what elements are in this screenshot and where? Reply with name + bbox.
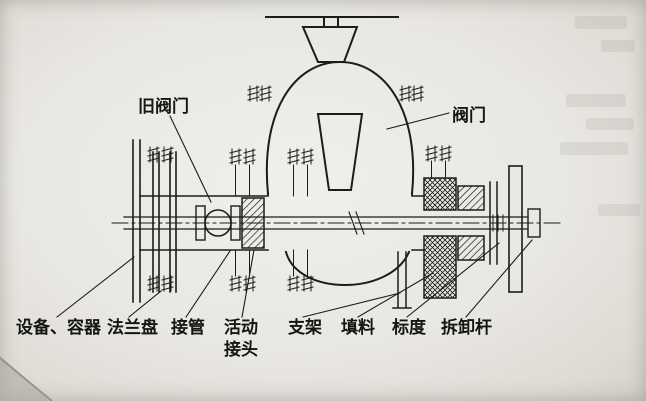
valve-gate	[316, 113, 364, 191]
leader-pipe	[185, 250, 231, 318]
equipment-wall-lines	[132, 139, 141, 303]
bolt-stems	[235, 160, 446, 277]
label-support: 支架	[288, 317, 322, 337]
scale-plate	[508, 165, 523, 293]
leader-old-valve	[169, 115, 212, 203]
old-valve-body-circle	[204, 209, 232, 237]
label-removal-rod: 拆卸杆	[441, 317, 492, 337]
scan-corner-shadow	[0, 356, 53, 401]
callout-leader-lines	[56, 112, 533, 318]
leader-equipment	[56, 256, 135, 318]
leader-scale	[406, 242, 500, 318]
connecting-pipe-lines	[139, 191, 425, 251]
label-flange-plate: 法兰盘	[107, 317, 158, 337]
removal-rod	[111, 208, 563, 238]
leader-support	[302, 292, 401, 318]
packing-block-upper	[423, 177, 457, 211]
label-valve: 阀门	[452, 105, 486, 125]
label-connecting-pipe: 接管	[171, 317, 205, 337]
gland-block-upper	[457, 185, 485, 211]
rod-lines	[123, 216, 529, 230]
gland-block-lower	[457, 235, 485, 261]
leader-union	[241, 249, 255, 318]
support-leg	[392, 251, 412, 309]
valve-handle-bar	[265, 16, 399, 28]
leader-flange	[128, 290, 162, 318]
leader-valve	[386, 112, 450, 130]
label-old-valve: 旧阀门	[138, 96, 189, 116]
label-equipment-container: 设备、容器	[16, 317, 102, 337]
flange-plate-lines	[152, 151, 177, 293]
label-union-line2: 接头	[224, 339, 258, 359]
label-scale: 标度	[392, 317, 427, 337]
leader-packing	[357, 272, 434, 318]
valve-body	[265, 16, 415, 286]
valve-bonnet-dome	[265, 60, 415, 196]
flange-bolts	[147, 85, 452, 292]
packing-assembly	[423, 177, 498, 299]
packing-block-lower	[423, 235, 457, 299]
old-valve	[195, 205, 241, 241]
valve-handwheel	[301, 26, 359, 63]
label-union-line1: 活动	[224, 317, 258, 337]
label-packing: 填料	[341, 317, 375, 337]
rod-end-cap	[527, 208, 541, 238]
bleedthrough-artifacts	[560, 16, 640, 216]
leader-removal-rod	[465, 239, 533, 318]
union-joint-block	[241, 197, 265, 249]
